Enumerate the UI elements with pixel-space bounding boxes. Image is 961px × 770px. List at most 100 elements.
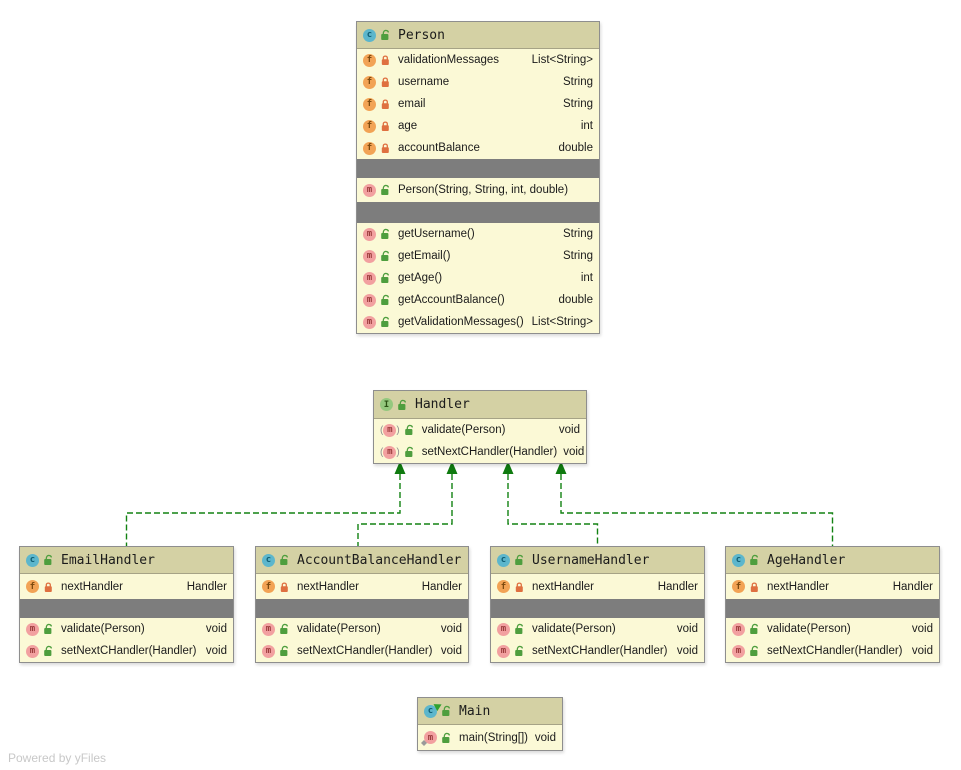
field-row[interactable]: f username String (357, 71, 599, 93)
static-method-icon: m (424, 731, 437, 744)
class-header-person[interactable]: c Person (357, 22, 599, 49)
field-type: Handler (416, 581, 462, 593)
method-return-type: void (671, 645, 698, 657)
class-node-person[interactable]: c Person f validationMessages List<Strin… (356, 21, 600, 334)
method-icon: m (732, 645, 745, 658)
class-node-emailhandler[interactable]: c EmailHandler f nextHandler Handler m v… (19, 546, 234, 663)
method-row[interactable]: m validate(Person) void (726, 618, 939, 640)
class-node-usernamehandler[interactable]: c UsernameHandler f nextHandler Handler … (490, 546, 705, 663)
field-icon: f (363, 54, 376, 67)
field-name: nextHandler (532, 581, 594, 593)
method-row[interactable]: m main(String[]) void (418, 725, 562, 750)
field-icon: f (497, 580, 510, 593)
public-lock-icon (514, 554, 525, 566)
method-name: setNextCHandler(Handler) (532, 645, 668, 657)
method-icon: m (363, 294, 376, 307)
class-header-accountbalancehandler[interactable]: c AccountBalanceHandler (256, 547, 468, 574)
field-row[interactable]: f email String (357, 93, 599, 115)
class-node-main[interactable]: c Main m main(String[]) void (417, 697, 563, 751)
method-return-type: String (557, 228, 593, 240)
method-name: getEmail() (398, 250, 450, 262)
field-name: nextHandler (767, 581, 829, 593)
method-icon: m (363, 250, 376, 263)
field-row[interactable]: f nextHandler Handler (491, 574, 704, 599)
interface-title: Handler (415, 397, 470, 412)
method-row[interactable]: m setNextCHandler(Handler) void (374, 441, 586, 463)
method-row[interactable]: m validate(Person) void (491, 618, 704, 640)
field-row[interactable]: f nextHandler Handler (20, 574, 233, 599)
field-row[interactable]: f age int (357, 115, 599, 137)
section-separator (491, 599, 704, 618)
method-return-type: void (529, 732, 556, 744)
class-title: AgeHandler (767, 553, 845, 568)
public-lock-icon (380, 294, 391, 306)
method-row[interactable]: m setNextCHandler(Handler) void (256, 640, 468, 662)
method-name: validate(Person) (767, 623, 851, 635)
class-header-agehandler[interactable]: c AgeHandler (726, 547, 939, 574)
private-lock-icon (380, 98, 391, 110)
method-row[interactable]: m validate(Person) void (256, 618, 468, 640)
public-lock-icon (380, 228, 391, 240)
method-name: getAccountBalance() (398, 294, 505, 306)
field-type: String (557, 98, 593, 110)
field-type: String (557, 76, 593, 88)
field-type: Handler (887, 581, 933, 593)
method-return-type: void (435, 645, 462, 657)
method-row[interactable]: m getAccountBalance() double (357, 289, 599, 311)
field-icon: f (26, 580, 39, 593)
class-header-usernamehandler[interactable]: c UsernameHandler (491, 547, 704, 574)
public-lock-icon (43, 645, 54, 657)
field-row[interactable]: f nextHandler Handler (256, 574, 468, 599)
field-icon: f (363, 120, 376, 133)
implements-edge-agehandler-handler[interactable] (556, 461, 833, 546)
private-lock-icon (380, 120, 391, 132)
field-name: accountBalance (398, 142, 480, 154)
public-lock-icon (380, 272, 391, 284)
method-row[interactable]: m getEmail() String (357, 245, 599, 267)
field-type: int (575, 120, 593, 132)
implements-edge-usernamehandler-handler[interactable] (503, 461, 598, 546)
section-separator (256, 599, 468, 618)
method-row[interactable]: m getUsername() String (357, 223, 599, 245)
method-name: validate(Person) (532, 623, 616, 635)
method-name: main(String[]) (459, 732, 528, 744)
method-row[interactable]: m setNextCHandler(Handler) void (20, 640, 233, 662)
implements-edge-accountbalancehandler-handler[interactable] (358, 461, 458, 546)
method-name: setNextCHandler(Handler) (297, 645, 433, 657)
section-separator (726, 599, 939, 618)
method-return-type: void (906, 645, 933, 657)
public-lock-icon (380, 316, 391, 328)
method-row[interactable]: m validate(Person) void (20, 618, 233, 640)
field-icon: f (732, 580, 745, 593)
private-lock-icon (279, 581, 290, 593)
method-row[interactable]: m getValidationMessages() List<String> (357, 311, 599, 333)
class-icon: c (26, 554, 39, 567)
class-icon: c (497, 554, 510, 567)
method-return-type: double (552, 294, 593, 306)
class-icon: c (262, 554, 275, 567)
constructor-row[interactable]: m Person(String, String, int, double) (357, 178, 599, 202)
field-type: Handler (652, 581, 698, 593)
public-lock-icon (397, 399, 408, 411)
method-name: setNextCHandler(Handler) (61, 645, 197, 657)
method-row[interactable]: m setNextCHandler(Handler) void (726, 640, 939, 662)
class-header-emailhandler[interactable]: c EmailHandler (20, 547, 233, 574)
public-lock-icon (749, 623, 760, 635)
method-row[interactable]: m getAge() int (357, 267, 599, 289)
class-icon: c (363, 29, 376, 42)
class-node-agehandler[interactable]: c AgeHandler f nextHandler Handler m val… (725, 546, 940, 663)
method-row[interactable]: m setNextCHandler(Handler) void (491, 640, 704, 662)
field-row[interactable]: f nextHandler Handler (726, 574, 939, 599)
field-row[interactable]: f accountBalance double (357, 137, 599, 159)
class-header-main[interactable]: c Main (418, 698, 562, 725)
method-row[interactable]: m validate(Person) void (374, 419, 586, 441)
interface-node-handler[interactable]: I Handler m validate(Person) void m setN… (373, 390, 587, 464)
method-name: getValidationMessages() (398, 316, 524, 328)
field-row[interactable]: f validationMessages List<String> (357, 49, 599, 71)
section-separator (357, 159, 599, 178)
interface-header-handler[interactable]: I Handler (374, 391, 586, 419)
implements-edge-emailhandler-handler[interactable] (127, 461, 406, 546)
method-name: validate(Person) (61, 623, 145, 635)
class-node-accountbalancehandler[interactable]: c AccountBalanceHandler f nextHandler Ha… (255, 546, 469, 663)
field-type: Handler (181, 581, 227, 593)
